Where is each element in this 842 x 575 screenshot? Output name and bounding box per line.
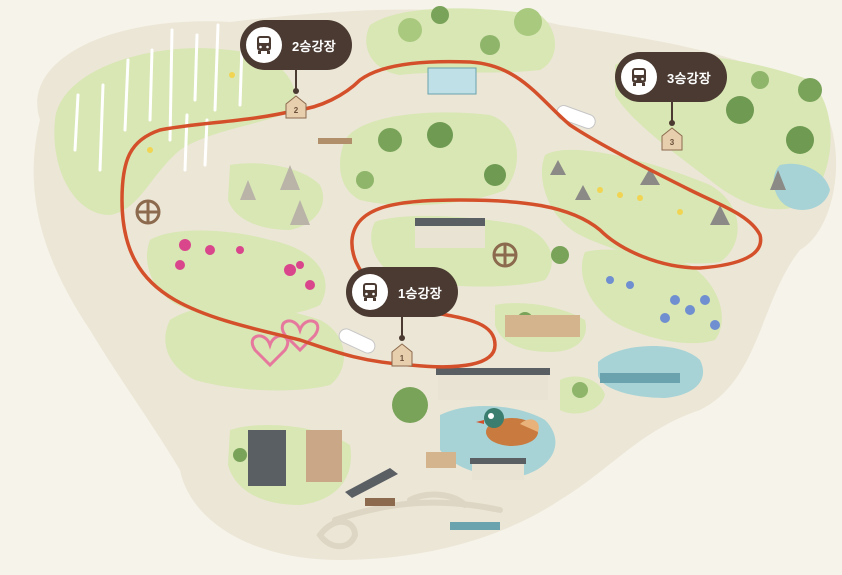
buildings <box>248 67 680 530</box>
station-3-marker[interactable]: 3승강장 <box>615 52 727 102</box>
rock-garden <box>550 160 786 225</box>
walkways <box>316 491 503 550</box>
station-1-marker[interactable]: 1승강장 <box>346 267 458 317</box>
mandarin-duck-icon <box>476 408 539 446</box>
station-2-pin <box>295 68 297 90</box>
station-1-pin <box>401 315 403 337</box>
yellow-flowers <box>147 72 683 215</box>
station-signposts <box>285 95 683 367</box>
station-1-label: 1승강장 <box>398 285 442 301</box>
waterwheel-icon <box>135 199 518 268</box>
signpost-number-2: 2 <box>293 106 299 115</box>
signpost-number-1: 1 <box>399 354 405 363</box>
station-3-pin <box>671 100 673 122</box>
station-1-pin-dot <box>399 335 405 341</box>
bus-icon <box>621 59 657 95</box>
station-2-marker[interactable]: 2승강장 <box>240 20 352 70</box>
tram-route <box>120 59 763 369</box>
station-3-label: 3승강장 <box>667 70 711 86</box>
bus-icon <box>246 27 282 63</box>
station-2-label: 2승강장 <box>292 38 336 54</box>
tram-icon <box>338 105 596 354</box>
signpost-number-3: 3 <box>669 138 675 147</box>
stone-towers <box>240 165 310 225</box>
station-3-pin-dot <box>669 120 675 126</box>
trees <box>233 6 822 462</box>
hydrangea-flowers <box>606 276 720 330</box>
azalea-flowers <box>175 239 315 290</box>
birch-forest <box>73 23 244 172</box>
bus-icon <box>352 274 388 310</box>
heart-arbor <box>250 319 320 368</box>
station-2-pin-dot <box>293 88 299 94</box>
